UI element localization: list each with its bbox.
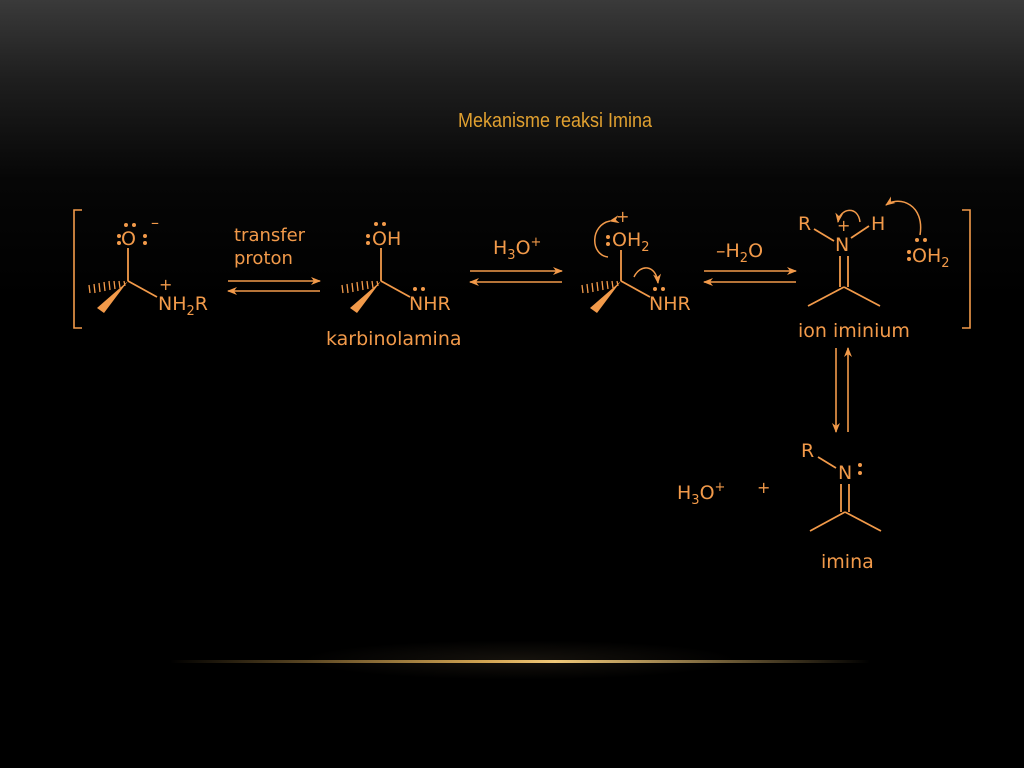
- water-molecule: OH2: [912, 245, 950, 271]
- water-loss-label: –H2O: [716, 240, 763, 266]
- protonated-carbinolamine-structure: OH2 + NHR: [581, 207, 691, 315]
- hydronium-reagent: H3O+: [493, 235, 541, 263]
- imine-nitrogen: N: [838, 462, 852, 484]
- proton-transfer-label-line2: proton: [234, 248, 293, 269]
- amine-group: NHR: [409, 293, 451, 315]
- oxonium-group: OH2: [612, 229, 650, 255]
- carbinolamine-caption: karbinolamina: [326, 328, 462, 350]
- imine-structure: R N imina H3O+ +: [677, 440, 882, 573]
- alkoxide-oxygen: O: [121, 228, 136, 250]
- equilibrium-arrow-acid: H3O+: [469, 235, 563, 286]
- plus-sign: +: [757, 478, 770, 497]
- curved-arrow-nitrogen: [633, 267, 662, 284]
- curved-arrow-oxygen: [594, 215, 620, 258]
- curved-arrow-bond-to-n: [835, 209, 861, 223]
- slide-title: Mekanisme reaksi Imina: [457, 110, 653, 132]
- r-group: R: [801, 440, 814, 462]
- imine-caption: imina: [821, 551, 874, 573]
- iminium-nitrogen: N: [835, 234, 849, 256]
- equilibrium-arrow-proton-transfer: transfer proton: [227, 225, 321, 295]
- hydroxyl-group: OH: [372, 228, 401, 250]
- right-bracket: [962, 209, 971, 329]
- iminium-caption: ion iminium: [798, 320, 910, 342]
- left-bracket: [73, 209, 82, 329]
- decorative-glow-line: [170, 660, 870, 663]
- curved-arrow-water-to-h: [885, 196, 922, 236]
- equilibrium-arrow-dehydration: –H2O: [703, 240, 797, 286]
- negative-charge: –: [151, 213, 159, 232]
- r-group: R: [798, 213, 811, 235]
- n-hydrogen: H: [871, 213, 885, 235]
- iminium-ion-structure: R N + H OH2 ion iminium: [798, 196, 950, 342]
- vertical-equilibrium-arrow: [832, 347, 852, 433]
- ammonium-group: NH2R: [158, 293, 208, 319]
- proton-transfer-label-line1: transfer: [234, 225, 306, 246]
- oxonium-charge: +: [616, 207, 629, 226]
- amine-group: NHR: [649, 293, 691, 315]
- alkoxide-structure: O – + NH2R: [88, 213, 208, 319]
- hydronium-byproduct: H3O+: [677, 480, 725, 508]
- carbinolamine-structure: OH NHR karbinolamina: [326, 222, 462, 350]
- ammonium-charge: +: [159, 275, 172, 294]
